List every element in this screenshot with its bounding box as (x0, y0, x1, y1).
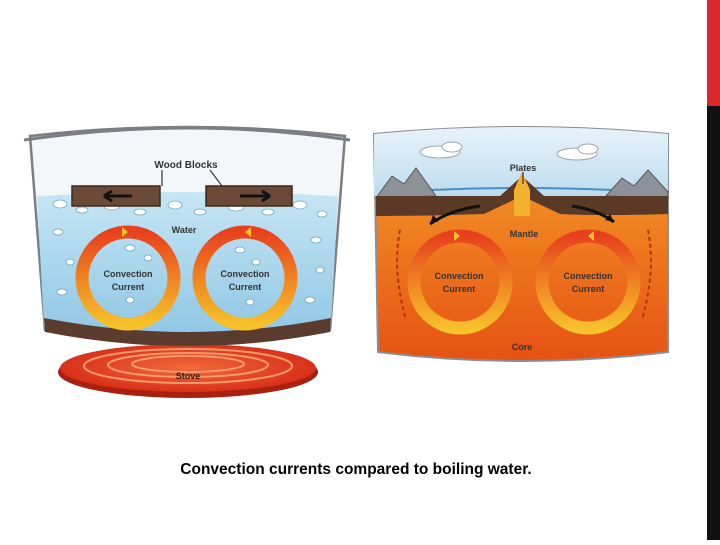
slide-caption: Convection currents compared to boiling … (180, 461, 532, 478)
pot-convection-left-line1: Convection (103, 269, 152, 279)
core-label: Core (512, 342, 533, 352)
slide-edge-accent (707, 0, 720, 106)
earth-convection-left-line1: Convection (434, 271, 483, 281)
pot-convection-right-line1: Convection (220, 269, 269, 279)
arrow-left-icon (103, 189, 132, 203)
stove-label: Stove (176, 371, 201, 381)
stove-burner (58, 344, 318, 398)
rift-magma (514, 172, 530, 216)
plates-label: Plates (510, 163, 537, 173)
water-label: Water (172, 225, 197, 235)
pot-diagram: Wood Blocks Water Convection Current Con… (23, 125, 351, 398)
pot-convection-right-line2: Current (229, 282, 262, 292)
earth-convection-right-line1: Convection (563, 271, 612, 281)
slide-edge-bar (707, 0, 720, 540)
arrow-right-icon (240, 189, 271, 203)
pot-convection-left-line2: Current (112, 282, 145, 292)
pot-rim (23, 126, 351, 142)
earth-convection-right-line2: Current (572, 284, 605, 294)
earth-diagram: Plates Mantle Convection Current Convect… (372, 126, 669, 362)
wood-blocks-label: Wood Blocks (154, 160, 218, 171)
mantle-label: Mantle (510, 229, 539, 239)
clouds (419, 141, 599, 161)
earth-convection-left-line2: Current (443, 284, 476, 294)
pot-bottom (44, 318, 331, 346)
